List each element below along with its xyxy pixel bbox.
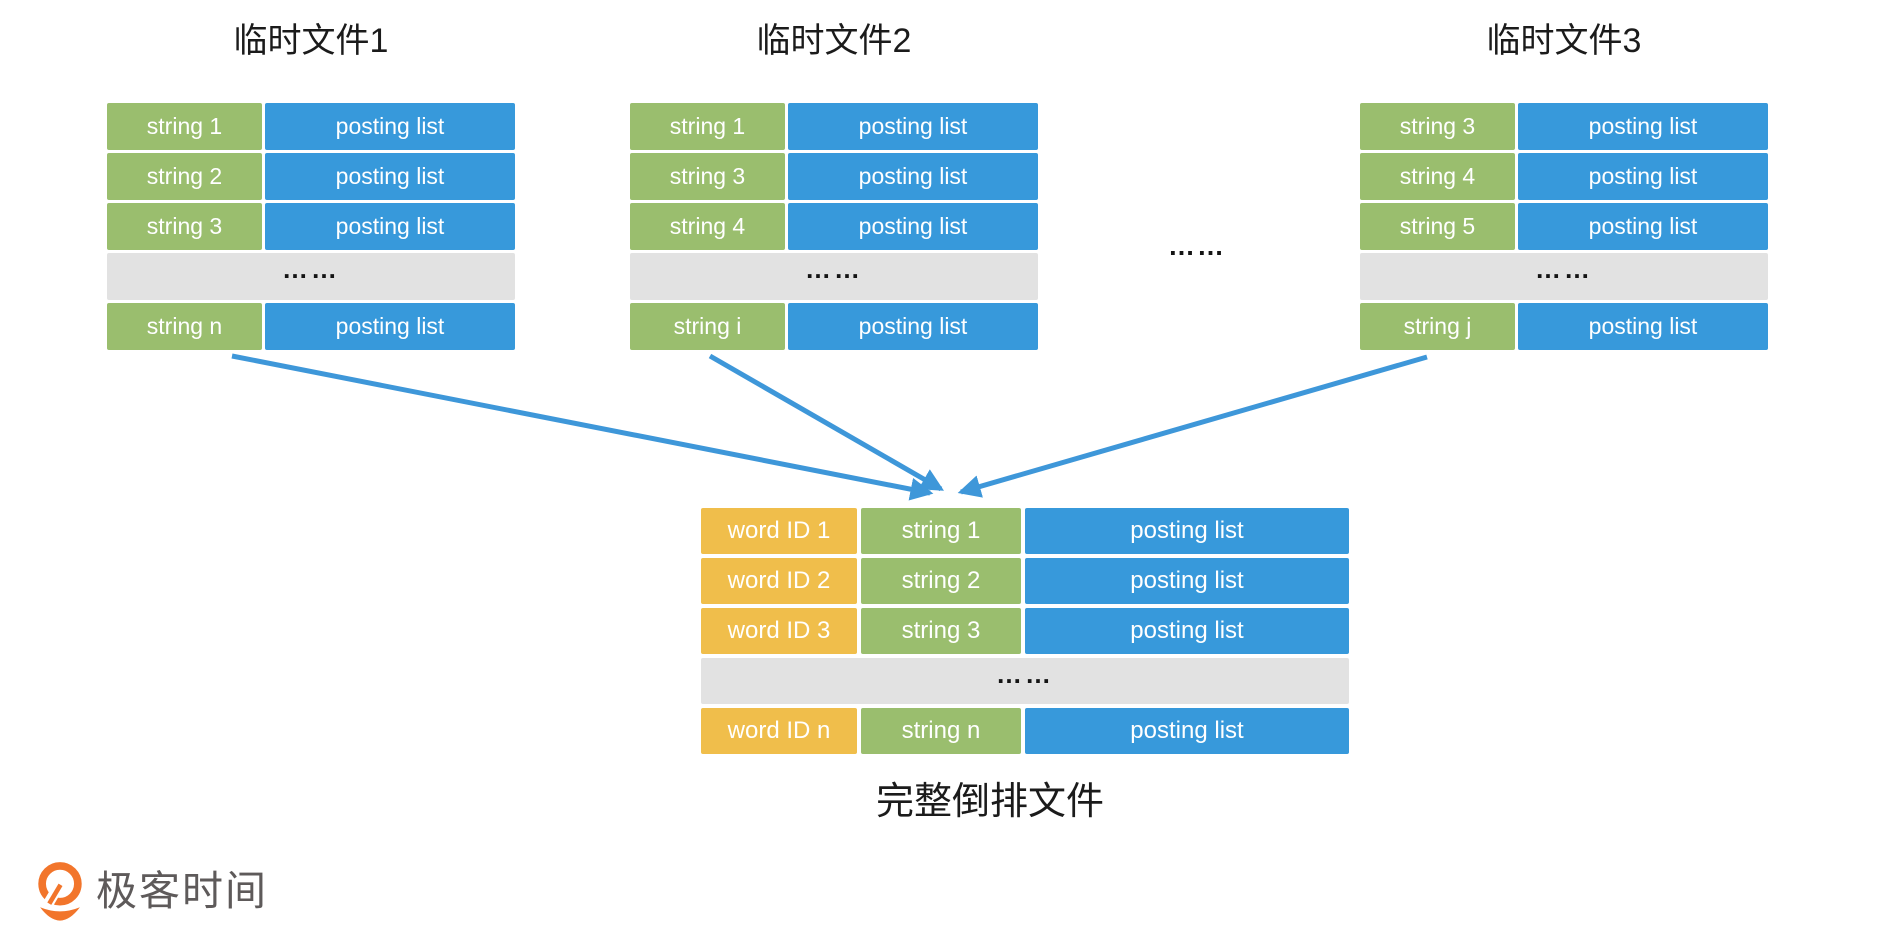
string-cell: string n <box>861 708 1021 754</box>
posting-list-cell: posting list <box>1518 203 1768 250</box>
posting-list-cell: posting list <box>788 153 1038 200</box>
string-cell: string 4 <box>1360 153 1515 200</box>
word-id-cell: word ID 1 <box>701 508 857 554</box>
word-id-cell: word ID n <box>701 708 857 754</box>
ellipsis-text: …… <box>1168 230 1226 261</box>
posting-list-cell: posting list <box>1518 153 1768 200</box>
merge-arrow-from-file3 <box>957 354 1428 498</box>
posting-list-cell: posting list <box>1025 608 1349 654</box>
posting-list-cell: posting list <box>1518 103 1768 150</box>
merge-arrow-from-file2 <box>708 353 944 492</box>
table-row: string 1 posting list <box>107 103 515 150</box>
string-cell: string 5 <box>1360 203 1515 250</box>
table-row: string 3 posting list <box>107 203 515 250</box>
merged-file-table: word ID 1 string 1 posting list word ID … <box>701 508 1349 754</box>
posting-list-cell: posting list <box>265 153 515 200</box>
table-row: string 4 posting list <box>630 203 1038 250</box>
table-row: string j posting list <box>1360 303 1768 350</box>
temp-file-3-title: 临时文件3 <box>1486 22 1642 60</box>
table-row: string i posting list <box>630 303 1038 350</box>
posting-list-cell: posting list <box>265 103 515 150</box>
string-cell: string 1 <box>107 103 262 150</box>
string-cell: string 4 <box>630 203 785 250</box>
ellipsis-row: …… <box>107 253 515 300</box>
posting-list-cell: posting list <box>1025 508 1349 554</box>
geektime-logo-icon <box>38 862 82 921</box>
merged-file-caption: 完整倒排文件 <box>875 781 1104 823</box>
merge-arrow-from-file1 <box>231 353 934 501</box>
ellipsis-row: …… <box>701 658 1349 704</box>
posting-list-cell: posting list <box>788 203 1038 250</box>
posting-list-cell: posting list <box>1025 708 1349 754</box>
ellipsis-text: …… <box>282 254 340 284</box>
word-id-cell: word ID 2 <box>701 558 857 604</box>
posting-list-cell: posting list <box>265 303 515 350</box>
posting-list-cell: posting list <box>788 303 1038 350</box>
temp-file-1-table: string 1 posting list string 2 posting l… <box>107 103 515 350</box>
table-row: word ID 2 string 2 posting list <box>701 558 1349 604</box>
table-row: word ID 3 string 3 posting list <box>701 608 1349 654</box>
string-cell: string 3 <box>1360 103 1515 150</box>
posting-list-cell: posting list <box>1025 558 1349 604</box>
temp-file-1-title: 临时文件1 <box>233 22 389 60</box>
ellipsis-row: …… <box>630 253 1038 300</box>
word-id-cell: word ID 3 <box>701 608 857 654</box>
ellipsis-text: …… <box>1535 254 1593 284</box>
more-files-ellipsis: …… <box>1137 228 1257 278</box>
table-row: string 4 posting list <box>1360 153 1768 200</box>
table-row: string 3 posting list <box>1360 103 1768 150</box>
posting-list-cell: posting list <box>1518 303 1768 350</box>
table-row: word ID n string n posting list <box>701 708 1349 754</box>
geektime-logo: 极客时间 <box>36 861 268 925</box>
ellipsis-text: …… <box>996 658 1054 689</box>
string-cell: string 2 <box>861 558 1021 604</box>
table-row: string 5 posting list <box>1360 203 1768 250</box>
table-row: string n posting list <box>107 303 515 350</box>
ellipsis-text: …… <box>805 254 863 284</box>
posting-list-cell: posting list <box>788 103 1038 150</box>
string-cell: string j <box>1360 303 1515 350</box>
string-cell: string 3 <box>107 203 262 250</box>
table-row: word ID 1 string 1 posting list <box>701 508 1349 554</box>
string-cell: string i <box>630 303 785 350</box>
string-cell: string 3 <box>630 153 785 200</box>
temp-file-2-title: 临时文件2 <box>756 22 912 60</box>
geektime-logo-text: 极客时间 <box>96 867 268 914</box>
string-cell: string 1 <box>861 508 1021 554</box>
ellipsis-row: …… <box>1360 253 1768 300</box>
string-cell: string 2 <box>107 153 262 200</box>
temp-file-2-table: string 1 posting list string 3 posting l… <box>630 103 1038 350</box>
string-cell: string 1 <box>630 103 785 150</box>
table-row: string 2 posting list <box>107 153 515 200</box>
table-row: string 3 posting list <box>630 153 1038 200</box>
string-cell: string n <box>107 303 262 350</box>
posting-list-cell: posting list <box>265 203 515 250</box>
temp-file-3-table: string 3 posting list string 4 posting l… <box>1360 103 1768 350</box>
string-cell: string 3 <box>861 608 1021 654</box>
table-row: string 1 posting list <box>630 103 1038 150</box>
